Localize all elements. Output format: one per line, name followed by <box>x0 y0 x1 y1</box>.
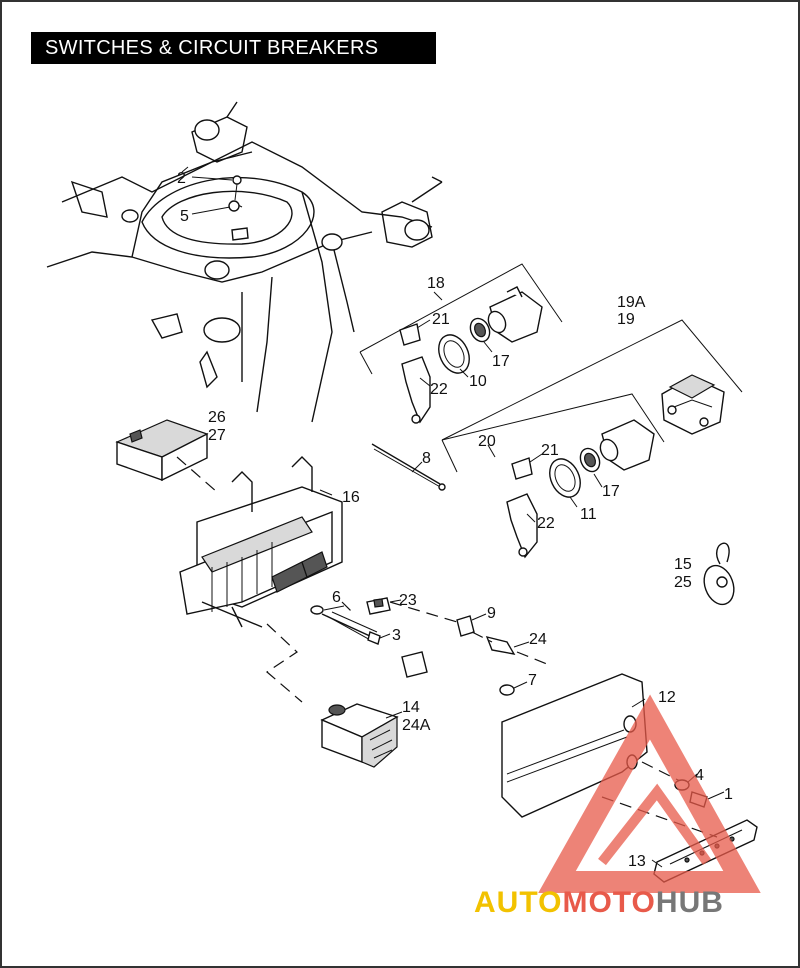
callout-25: 25 <box>674 574 692 591</box>
callout-4: 4 <box>695 767 704 784</box>
callout-21b: 21 <box>541 442 559 459</box>
callout-17a: 17 <box>492 353 510 370</box>
frame-assembly <box>46 101 443 423</box>
callout-labels: 2 5 18 21 17 22 10 19A 19 26 27 20 21 8 … <box>177 170 733 870</box>
callout-19: 19 <box>617 311 635 328</box>
callout-27: 27 <box>208 427 226 444</box>
callout-9: 9 <box>487 605 496 622</box>
callout-10: 10 <box>469 373 487 390</box>
callout-26: 26 <box>208 409 226 426</box>
callout-1: 1 <box>724 786 733 803</box>
callout-3: 3 <box>392 627 401 644</box>
circuit-breaker-26-27 <box>115 419 218 493</box>
watermark-triangle-icon <box>538 694 761 893</box>
watermark-part-1: AUTO <box>474 886 563 919</box>
watermark-logo: AUTOMOTOHUB <box>474 886 724 920</box>
callout-23: 23 <box>399 592 417 609</box>
callout-12: 12 <box>658 689 676 706</box>
callout-22a: 22 <box>430 381 448 398</box>
ignition-switch-20 <box>441 393 665 559</box>
pin-8 <box>371 443 446 491</box>
callout-5: 5 <box>180 208 189 225</box>
fuse-block-16 <box>179 456 343 628</box>
callout-6: 6 <box>332 589 341 606</box>
callout-20: 20 <box>478 433 496 450</box>
callout-14: 14 <box>402 699 420 716</box>
watermark-part-2: MOTO <box>562 886 656 919</box>
callout-24: 24 <box>529 631 547 648</box>
callout-21a: 21 <box>432 311 450 328</box>
callout-16: 16 <box>342 489 360 506</box>
callout-8: 8 <box>422 450 431 467</box>
watermark-part-3: HUB <box>655 886 724 919</box>
page-title: SWITCHES & CIRCUIT BREAKERS <box>31 32 436 64</box>
circuit-breaker-14 <box>320 703 399 768</box>
callout-2: 2 <box>177 170 186 187</box>
callout-15: 15 <box>674 556 692 573</box>
callout-24a: 24A <box>402 717 431 734</box>
switch-19 <box>441 319 743 441</box>
key-tag-15 <box>703 542 735 606</box>
callout-18: 18 <box>427 275 445 292</box>
fasteners <box>266 597 548 703</box>
callout-19a: 19A <box>617 294 646 311</box>
callout-13: 13 <box>628 853 646 870</box>
callout-7: 7 <box>528 672 537 689</box>
ignition-switch-18 <box>359 263 563 424</box>
callout-17b: 17 <box>602 483 620 500</box>
callout-22b: 22 <box>537 515 555 532</box>
callout-11: 11 <box>580 506 597 523</box>
